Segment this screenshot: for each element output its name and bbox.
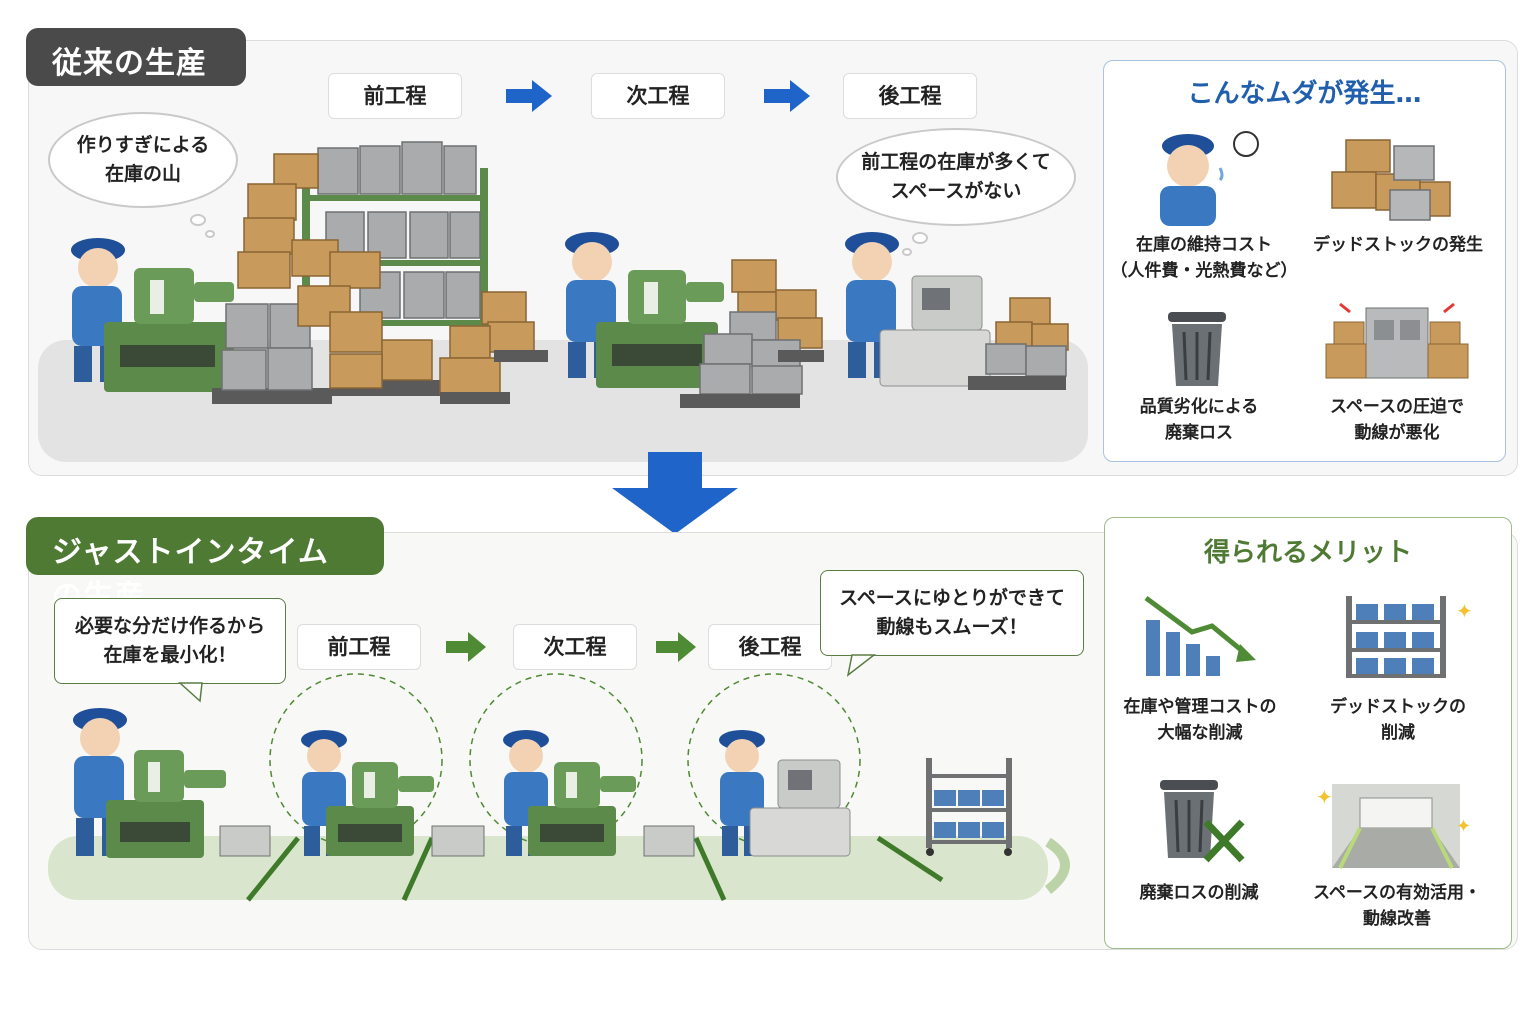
boxes-icon <box>1331 139 1451 221</box>
bottom-arrow-2-icon <box>656 632 696 662</box>
thought-dot <box>190 214 206 226</box>
waste-panel-title: こんなムダが発生… <box>1187 79 1422 109</box>
thought-dot <box>205 230 215 238</box>
merit-label-deadstock: デッドストックの 削減 <box>1330 697 1466 743</box>
transition-arrow-icon <box>612 452 738 534</box>
machine-icon <box>326 762 434 856</box>
speech-smooth-flow: スペースにゆとりができて 動線もスムーズ！ <box>820 570 1084 656</box>
waste-label-cost: 在庫の維持コスト （人件費・光熱費など） <box>1110 235 1298 281</box>
worker-icon <box>301 730 347 856</box>
merit-label-cost: 在庫や管理コストの 大幅な削減 <box>1123 697 1277 743</box>
thought-no-space: 前工程の在庫が多くて スペースがない <box>836 128 1076 226</box>
machine-icon <box>749 759 851 857</box>
top-step-next: 次工程 <box>591 73 725 119</box>
traditional-title: 従来の生産 <box>26 28 246 86</box>
trash-can-icon <box>1168 312 1226 386</box>
bottom-arrow-1-icon <box>446 632 486 662</box>
worried-worker-icon <box>1160 131 1259 226</box>
merits-panel: 得られるメリット <box>1104 517 1512 949</box>
tidy-shelf-icon: ✦ <box>1346 596 1473 678</box>
waste-panel: こんなムダが発生… <box>1103 60 1506 462</box>
down-trend-chart-icon <box>1144 595 1256 676</box>
speech-tail <box>178 682 203 703</box>
machine-icon <box>528 762 636 856</box>
thought-dot <box>912 232 928 244</box>
merit-label-space: スペースの有効活用・ 動線改善 <box>1313 883 1481 929</box>
merits-panel-title: 得られるメリット <box>1203 538 1412 568</box>
trash-can-cross-icon <box>1160 780 1245 863</box>
thought-dot <box>902 248 912 256</box>
bottom-step-after: 後工程 <box>708 624 832 670</box>
top-step-after: 後工程 <box>843 73 977 119</box>
waste-label-deadstock: デッドストックの発生 <box>1313 235 1483 255</box>
thought-overproduction: 作りすぎによる 在庫の山 <box>48 112 238 208</box>
bottom-step-next: 次工程 <box>513 624 637 670</box>
top-arrow-1-icon <box>506 80 552 112</box>
jit-title: ジャストインタイムの生産 <box>26 517 384 614</box>
clear-aisle-icon: ✦ ✦ <box>1316 784 1471 869</box>
bottom-step-previous: 前工程 <box>297 624 421 670</box>
worker-icon <box>565 232 619 378</box>
bottom-factory-illustration <box>48 673 1070 902</box>
waste-label-space: スペースの圧迫で 動線が悪化 <box>1330 397 1464 443</box>
machine-icon <box>596 270 724 388</box>
svg-text:✦: ✦ <box>1456 816 1471 837</box>
cramped-space-icon <box>1325 302 1469 379</box>
cart-icon <box>926 758 1012 856</box>
waste-label-disposal: 品質劣化による 廃棄ロス <box>1139 397 1259 443</box>
speech-minimize-stock: 必要な分だけ作るから 在庫を最小化！ <box>54 598 286 684</box>
top-factory-illustration <box>71 141 1069 408</box>
svg-text:✦: ✦ <box>1316 785 1333 809</box>
svg-text:✦: ✦ <box>1456 599 1473 623</box>
speech-tail <box>846 654 877 677</box>
machine-icon <box>104 268 234 392</box>
top-step-previous: 前工程 <box>328 73 462 119</box>
worker-icon <box>845 232 899 378</box>
machine-icon <box>106 750 226 858</box>
top-arrow-2-icon <box>764 80 810 112</box>
merit-label-disposal: 廃棄ロスの削減 <box>1139 883 1259 903</box>
